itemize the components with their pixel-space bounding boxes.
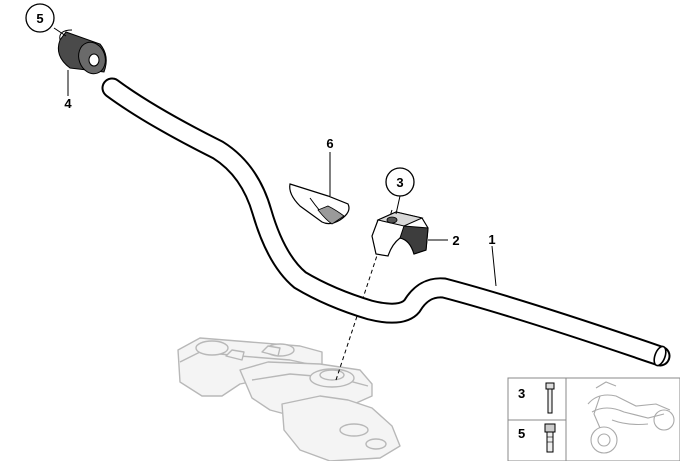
- handlebar: [101, 77, 671, 367]
- svg-text:5: 5: [36, 11, 43, 26]
- triple-clamp-ghost: [177, 337, 401, 461]
- screw-short-icon: [545, 382, 555, 414]
- legend-box: 3 5: [507, 377, 680, 461]
- motorcycle-thumbnail-icon: [587, 381, 675, 454]
- bar-end-weight: [57, 29, 107, 75]
- callout-1: 1: [488, 232, 495, 247]
- screw-socket-icon: [544, 423, 556, 453]
- callout-2: 2: [452, 233, 459, 248]
- legend-number-3: 3: [518, 386, 525, 401]
- callout-4: 4: [64, 96, 72, 111]
- leader-lines: [53, 27, 497, 287]
- callout-6: 6: [326, 136, 333, 151]
- handlebar-clamp: [371, 211, 429, 257]
- legend-number-5: 5: [518, 426, 525, 441]
- svg-text:3: 3: [396, 175, 403, 190]
- callout-3: 3: [385, 167, 415, 197]
- bar-pad: [289, 183, 350, 225]
- callout-5: 5: [25, 3, 55, 33]
